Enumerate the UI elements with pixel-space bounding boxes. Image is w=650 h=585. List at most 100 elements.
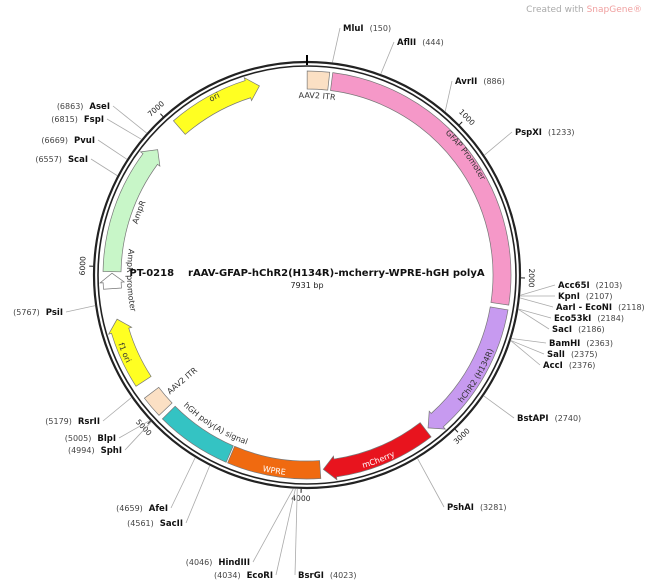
tick-mark [454, 429, 459, 433]
credit-brand: SnapGene® [586, 5, 642, 15]
feature-gfap-promoter[interactable] [330, 72, 512, 306]
enzyme-label: (4659)AfeI [116, 504, 168, 514]
feature-label: AAV2 ITR [165, 365, 199, 396]
enzyme-site-acc65i[interactable]: Acc65I(2103) [519, 281, 622, 296]
enzyme-leader-line [380, 41, 395, 75]
credit-prefix: Created with [526, 5, 587, 15]
tick-label: 6000 [78, 256, 88, 276]
feature-aav2-itr[interactable] [306, 70, 331, 91]
enzyme-site-pspxi[interactable]: PspXI(1233) [484, 128, 575, 156]
enzyme-site-kpni[interactable]: KpnI(2107) [519, 292, 613, 302]
enzyme-label: (6815)FspI [51, 115, 104, 125]
enzyme-site-sali[interactable]: SalI(2375) [510, 340, 598, 360]
enzyme-leader-line [97, 139, 128, 160]
enzyme-label: AflII(444) [397, 38, 444, 48]
enzyme-site-psii[interactable]: (5767)PsiI [13, 305, 96, 318]
enzyme-label: BsrGI(4023) [298, 571, 356, 581]
enzyme-leader-line [484, 131, 513, 156]
enzyme-site-aflii[interactable]: AflII(444) [380, 38, 444, 75]
tick-label: 7000 [146, 99, 166, 119]
enzyme-label: (5179)RsrII [45, 417, 100, 427]
enzyme-site-saci[interactable]: SacI(2186) [518, 308, 605, 335]
enzyme-site-mlui[interactable]: MluI(150) [331, 24, 391, 63]
enzyme-site-aari-econi[interactable]: AarI - EcoNI(2118) [519, 297, 645, 313]
enzyme-label: SacI(2186) [552, 325, 605, 335]
feature-hgh-poly-a-signal[interactable] [161, 405, 234, 463]
enzyme-site-ecori[interactable]: (4034)EcoRI [214, 488, 296, 581]
enzyme-label: (4046)HindIII [186, 558, 250, 568]
enzyme-leader-line [444, 80, 453, 112]
enzyme-leader-line [294, 488, 298, 576]
enzyme-label: AccI(2376) [543, 361, 595, 371]
feature-wpre[interactable] [227, 445, 322, 480]
feature-label: AAV2 ITR [298, 91, 336, 102]
tick-mark [459, 121, 463, 126]
enzyme-site-sphi[interactable]: (4994)SphI [68, 421, 152, 456]
enzyme-site-afei[interactable]: (4659)AfeI [116, 457, 196, 514]
enzyme-leader-line [65, 305, 96, 313]
enzyme-leader-line [518, 308, 552, 319]
enzyme-leader-line [106, 118, 142, 140]
enzyme-label: (6863)AseI [57, 102, 110, 112]
enzyme-label: Acc65I(2103) [558, 281, 622, 291]
feature-mcherry[interactable] [322, 422, 432, 481]
snapgene-credit: Created with SnapGene® [526, 5, 642, 15]
enzyme-label: PspXI(1233) [515, 128, 575, 138]
enzyme-leader-line [511, 338, 547, 344]
enzyme-label: SalI(2375) [547, 350, 598, 360]
enzyme-site-sacii[interactable]: (4561)SacII [127, 465, 211, 529]
enzyme-label: AarI - EcoNI(2118) [556, 303, 645, 313]
enzyme-label: KpnI(2107) [558, 292, 613, 302]
enzyme-site-asei[interactable]: (6863)AseI [57, 102, 148, 134]
enzyme-label: Eco53kI(2184) [554, 314, 624, 324]
enzyme-site-scai[interactable]: (6557)ScaI [35, 155, 118, 177]
enzyme-leader-line [102, 397, 132, 422]
enzyme-site-eco53ki[interactable]: Eco53kI(2184) [518, 308, 624, 324]
enzyme-site-pshai[interactable]: PshAI(3281) [417, 458, 507, 513]
enzyme-leader-line [510, 340, 545, 355]
feature-label: WPRE [262, 464, 286, 477]
enzyme-leader-line [170, 457, 196, 509]
enzyme-leader-line [519, 284, 556, 296]
enzyme-site-pvui[interactable]: (6669)PvuI [41, 136, 128, 160]
enzyme-leader-line [275, 488, 296, 576]
enzyme-leader-line [483, 395, 515, 419]
enzyme-site-bsrgi[interactable]: BsrGI(4023) [294, 488, 356, 581]
enzyme-leader-line [118, 420, 151, 439]
enzyme-site-rsrii[interactable]: (5179)RsrII [45, 397, 132, 427]
enzyme-label: (6669)PvuI [41, 136, 95, 146]
enzyme-site-blpi[interactable]: (5005)BlpI [65, 420, 151, 444]
backbone-inner [97, 65, 517, 485]
enzyme-leader-line [510, 340, 541, 366]
feature-aav2-itr[interactable] [143, 386, 173, 416]
enzyme-site-hindiii[interactable]: (4046)HindIII [186, 488, 294, 568]
enzyme-leader-line [519, 297, 554, 308]
enzyme-site-avrii[interactable]: AvrII(886) [444, 77, 505, 112]
enzyme-site-fspi[interactable]: (6815)FspI [51, 115, 142, 140]
tick-label: 4000 [291, 494, 311, 504]
enzyme-label: (6557)ScaI [35, 155, 88, 165]
enzyme-label: (5767)PsiI [13, 308, 63, 318]
enzyme-site-bstapi[interactable]: BstAPI(2740) [483, 395, 582, 424]
feature-ampr-promoter[interactable] [99, 272, 126, 290]
enzyme-label: AvrII(886) [455, 77, 505, 87]
enzyme-site-acci[interactable]: AccI(2376) [510, 340, 596, 371]
enzyme-leader-line [112, 105, 148, 134]
plasmid-length: 7931 bp [290, 281, 323, 290]
enzyme-leader-line [124, 421, 152, 451]
enzyme-site-bamhi[interactable]: BamHI(2363) [511, 338, 613, 349]
feature-hchr2-h134r-[interactable] [427, 306, 509, 430]
feature-ori[interactable] [172, 77, 260, 135]
feature-label: ori [208, 91, 221, 104]
tick-label: 2000 [527, 268, 536, 287]
enzyme-label: (4034)EcoRI [214, 571, 273, 581]
feature-label: AmpR promoter [125, 248, 138, 313]
enzyme-leader-line [185, 465, 211, 524]
enzyme-leader-line [331, 27, 341, 63]
feature-f1-ori[interactable] [107, 318, 152, 387]
tick-mark [160, 113, 164, 117]
enzyme-leader-line [417, 458, 445, 508]
feature-ampr[interactable] [102, 149, 161, 273]
